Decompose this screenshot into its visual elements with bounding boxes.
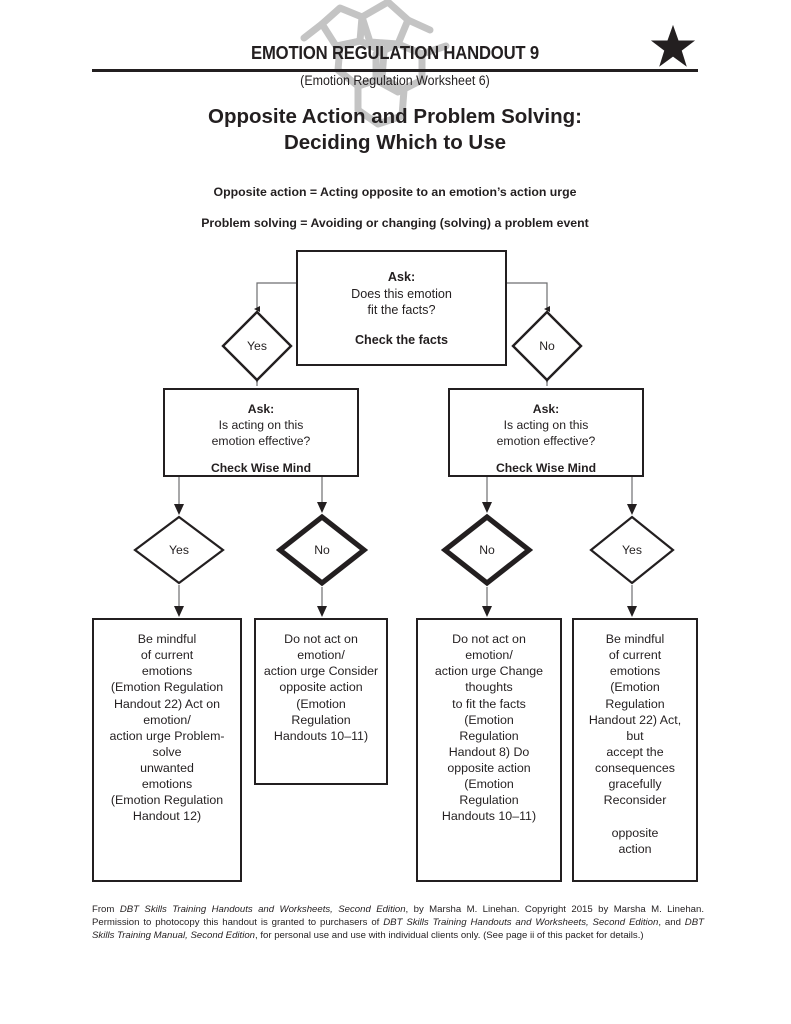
outcome-text-1: emotion/action urge <box>263 648 345 679</box>
outcome-bold-2: Act <box>659 712 678 727</box>
main-title-line-2: Deciding Which to Use <box>283 131 507 155</box>
main-title-line-1: Opposite Action and Problem Solving: <box>208 105 582 128</box>
box-action: Check Wise Mind <box>210 460 312 475</box>
outcome-pre-2: Consider <box>328 664 379 679</box>
box-question-line-1: Is acting on this <box>218 417 304 432</box>
outcome-pre-3: Reconsider <box>603 793 667 808</box>
box-action: Check the facts <box>354 333 449 348</box>
outcome-text-1: emotion/action urge <box>434 648 513 679</box>
spacer <box>298 319 505 332</box>
definition-opposite-action: Opposite action = Acting opposite to an … <box>213 185 577 199</box>
footer-part-3: , and <box>658 917 685 929</box>
decision-top-yes: Yes <box>221 310 293 382</box>
decision-label: Yes <box>622 543 642 557</box>
outcome-box-2: Do not act on emotion/action urge Consid… <box>254 618 388 785</box>
box-question-line-2: fit the facts? <box>367 303 436 318</box>
box-heading: Ask: <box>387 270 416 284</box>
copyright-note: From DBT Skills Training Handouts and Wo… <box>92 903 704 942</box>
outcome-bold-2: Act on <box>184 696 221 711</box>
outcome-bold-3: opposite action <box>447 761 531 775</box>
decision-left-no: No <box>275 513 369 587</box>
outcome-pre-3: Do <box>513 744 530 759</box>
outcome-text-2: emotion/action urge <box>109 712 191 743</box>
spacer <box>450 450 642 461</box>
outcome-box-3: Do not act on emotion/action urge Change… <box>416 618 562 882</box>
outcome-bold-1: Do not act on <box>452 632 526 646</box>
box-question-line-1: Does this emotion <box>351 286 452 301</box>
decision-right-no: No <box>440 513 534 587</box>
outcome-bold-2: Change thoughts <box>465 664 544 695</box>
decision-right-yes: Yes <box>589 515 675 585</box>
header-divider <box>92 69 698 72</box>
box-check-the-facts: Ask: Does this emotion fit the facts? Ch… <box>296 250 507 366</box>
decision-left-yes: Yes <box>133 515 225 585</box>
decision-label: No <box>479 543 495 557</box>
outcome-bold-3: Problem-solve <box>152 728 225 759</box>
worksheet-reference: (Emotion Regulation Worksheet 6) <box>300 73 490 88</box>
footer-italic-1: DBT Skills Training Handouts and Workshe… <box>119 904 406 915</box>
definition-problem-solving: Problem solving = Avoiding or changing (… <box>201 216 589 230</box>
decision-label: Yes <box>247 339 267 353</box>
box-heading: Ask: <box>247 402 275 416</box>
box-check-wise-mind-left: Ask: Is acting on this emotion effective… <box>163 388 359 477</box>
decision-label: No <box>539 339 555 353</box>
box-heading: Ask: <box>532 402 560 416</box>
outcome-bold-2: opposite action <box>279 680 363 695</box>
footer-part-1: From <box>92 904 120 915</box>
page-title: EMOTION REGULATION HANDOUT 9 <box>251 42 539 63</box>
footer-italic-3: DBT Skills Training Manual, Second Editi… <box>92 917 704 942</box>
decision-label: No <box>314 543 330 557</box>
outcome-bold-1: Be mindful <box>605 632 665 646</box>
spacer <box>165 450 357 461</box>
box-question-line-2: emotion effective? <box>496 433 596 448</box>
footer-part-4: , for personal use and use with individu… <box>255 930 644 942</box>
footer-part-2: , by Marsha M. Linehan. Copyright 2015 b… <box>92 904 704 929</box>
outcome-bold-1: Be mindful <box>137 632 197 646</box>
box-action: Check Wise Mind <box>495 460 597 475</box>
decision-label: Yes <box>169 543 189 557</box>
box-check-wise-mind-right: Ask: Is acting on this emotion effective… <box>448 388 644 477</box>
main-title: Opposite Action and Problem Solving: Dec… <box>92 104 698 156</box>
box-question-line-1: Is acting on this <box>503 417 589 432</box>
star-icon <box>650 24 696 67</box>
outcome-bold-1: Do not act on <box>284 632 358 646</box>
box-question-line-2: emotion effective? <box>211 433 311 448</box>
decision-top-no: No <box>511 310 583 382</box>
footer-italic-2: DBT Skills Training Handouts and Workshe… <box>383 917 659 929</box>
